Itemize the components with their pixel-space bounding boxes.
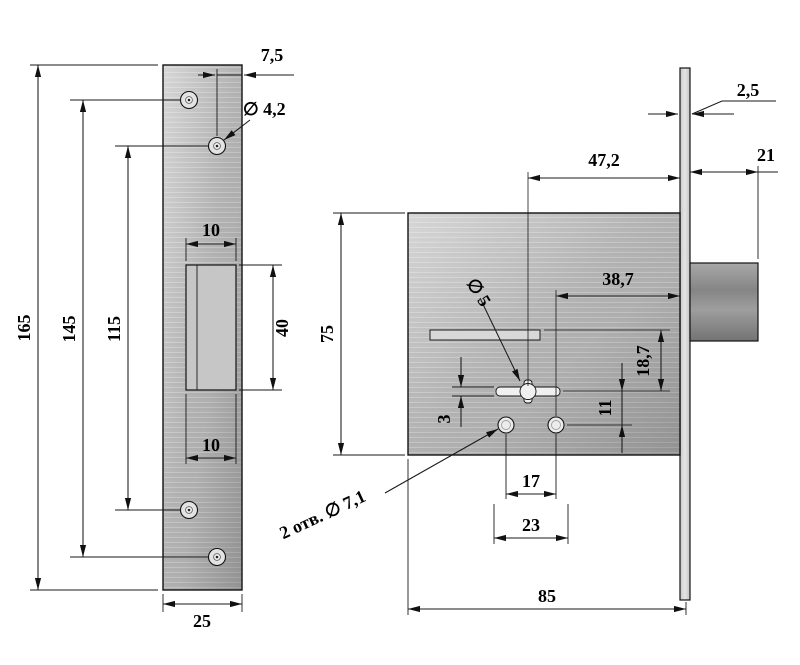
dim-label-plate-height: 165 bbox=[14, 315, 34, 342]
dim-label-faceplate-thickness: 2,5 bbox=[737, 80, 760, 100]
hole-center bbox=[215, 555, 219, 559]
lock-body-outline bbox=[407, 212, 681, 456]
screw-hole-bottom-left bbox=[179, 500, 199, 520]
hole-outer bbox=[547, 416, 565, 434]
strike-plate-view bbox=[162, 64, 243, 591]
dim-label-keyhole-to-holes: 11 bbox=[595, 399, 615, 416]
dim-label-fixing-holes-note: 2 отв. ∅ 7,1 bbox=[276, 486, 368, 543]
hole-center bbox=[187, 98, 191, 102]
leader-line bbox=[479, 297, 521, 382]
dim-label-bolt-protrusion: 21 bbox=[757, 145, 775, 165]
leader-line bbox=[223, 119, 251, 141]
dim-label-cutout-top-width: 10 bbox=[202, 220, 220, 240]
dim-label-plate-width: 25 bbox=[193, 611, 211, 631]
dim-label-plate-outer-holes: 145 bbox=[59, 316, 79, 343]
leader-shelf bbox=[691, 100, 776, 115]
latch-cutout bbox=[185, 264, 237, 391]
case-slot bbox=[429, 329, 541, 341]
dim-label-body-height: 75 bbox=[317, 325, 337, 343]
hole-inner bbox=[501, 420, 511, 430]
deadbolt bbox=[689, 262, 759, 342]
dim-label-plate-hole-diameter: ∅ 4,2 bbox=[243, 99, 286, 119]
leader-line bbox=[384, 428, 499, 494]
dim-label-hole-edge-offset: 7,5 bbox=[261, 45, 284, 65]
strike-plate-dimensions: 165 145 115 40 10 10 25 7,5 bbox=[14, 45, 294, 631]
dim-label-keyhole-backset: 47,2 bbox=[588, 150, 620, 170]
strike-plate-outline bbox=[162, 64, 243, 591]
fixing-hole-left bbox=[497, 416, 515, 434]
dim-label-hole-pitch: 17 bbox=[522, 471, 540, 491]
hole-center bbox=[187, 508, 191, 512]
screw-hole-top-left bbox=[179, 90, 199, 110]
hole-outer bbox=[497, 416, 515, 434]
dim-label-plate-inner-holes: 115 bbox=[104, 316, 124, 342]
dim-label-body-width: 85 bbox=[538, 586, 556, 606]
keyhole bbox=[495, 379, 561, 404]
dim-label-hole-span: 23 bbox=[522, 515, 540, 535]
faceplate bbox=[679, 67, 691, 601]
screw-hole-top-right bbox=[207, 136, 227, 156]
dim-label-slot-height: 3 bbox=[434, 415, 454, 424]
dim-label-slot-to-keyhole: 18,7 bbox=[633, 345, 653, 377]
dim-label-holes-backset: 38,7 bbox=[602, 269, 634, 289]
hole-center bbox=[215, 144, 219, 148]
screw-hole-bottom-right bbox=[207, 547, 227, 567]
fixing-hole-right bbox=[547, 416, 565, 434]
lock-body-view bbox=[407, 67, 759, 601]
dim-label-cutout-bottom-width: 10 bbox=[202, 435, 220, 455]
dim-label-cutout-height: 40 bbox=[272, 319, 292, 337]
hole-inner bbox=[551, 420, 561, 430]
